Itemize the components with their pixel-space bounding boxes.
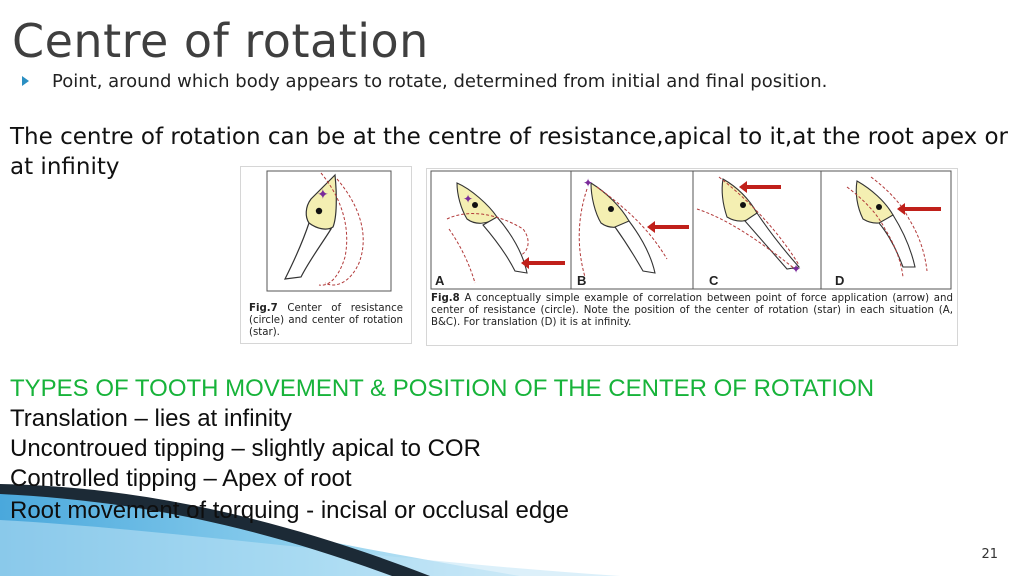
fig8-panel-b-label: B bbox=[577, 273, 586, 288]
figure-7: ✦ Fig.7 Center of resistance (circle) an… bbox=[240, 166, 412, 344]
svg-text:✦: ✦ bbox=[583, 176, 593, 190]
bullet-arrow-icon bbox=[22, 76, 29, 86]
wave-dark-streak bbox=[0, 484, 430, 576]
fig7-caption: Fig.7 Center of resistance (circle) and … bbox=[249, 303, 403, 339]
intro-text: The centre of rotation can be at the cen… bbox=[10, 124, 1009, 180]
type-item-translation: Translation – lies at infinity bbox=[10, 405, 292, 432]
fig7-caption-text: Center of resistance (circle) and center… bbox=[249, 303, 403, 338]
fig7-dashed-outline-1 bbox=[318, 172, 348, 286]
fig8-tooth-panels: ✦ A ✦ B ✦ C bbox=[430, 170, 952, 290]
slide-title: Centre of rotation bbox=[12, 14, 429, 68]
types-heading: TYPES OF TOOTH MOVEMENT & POSITION OF TH… bbox=[10, 375, 875, 402]
fig8-panel-d-label: D bbox=[835, 273, 844, 288]
svg-text:✦: ✦ bbox=[463, 192, 473, 206]
fig7-label: Fig.7 bbox=[249, 303, 278, 314]
wave-mid-blue bbox=[0, 520, 620, 576]
fig7-resistance-circle bbox=[315, 207, 323, 215]
page-number: 21 bbox=[981, 547, 998, 562]
fig7-rotation-star: ✦ bbox=[317, 187, 329, 203]
fig8-panel-a: ✦ A bbox=[435, 182, 565, 288]
fig8-label: Fig.8 bbox=[431, 293, 460, 304]
fig7-root-outline bbox=[283, 222, 332, 280]
fig8-caption-text: A conceptually simple example of correla… bbox=[431, 293, 953, 328]
fig8-panel-a-label: A bbox=[435, 273, 445, 288]
fig7-crown bbox=[305, 173, 337, 230]
fig8-panel-c: ✦ C bbox=[696, 176, 801, 288]
fig8-caption: Fig.8 A conceptually simple example of c… bbox=[431, 293, 953, 329]
type-item-controlled-tipping: Controlled tipping – Apex of root bbox=[10, 465, 352, 492]
svg-text:✦: ✦ bbox=[791, 262, 801, 276]
fig8-panel-c-label: C bbox=[709, 273, 719, 288]
fig7-dashed-outline-2 bbox=[324, 178, 364, 286]
fig8-panel-d: D bbox=[835, 176, 941, 288]
type-item-uncontrolled-tipping: Uncontroued tipping – slightly apical to… bbox=[10, 435, 481, 462]
bullet-text: Point, around which body appears to rota… bbox=[52, 71, 828, 92]
fig8-panel-b: ✦ B bbox=[577, 176, 689, 288]
fig7-tooth-diagram: ✦ bbox=[266, 170, 392, 292]
figure-8: ✦ A ✦ B ✦ C bbox=[426, 168, 958, 346]
type-item-root-movement: Root movement of torquing - incisal or o… bbox=[10, 497, 569, 524]
